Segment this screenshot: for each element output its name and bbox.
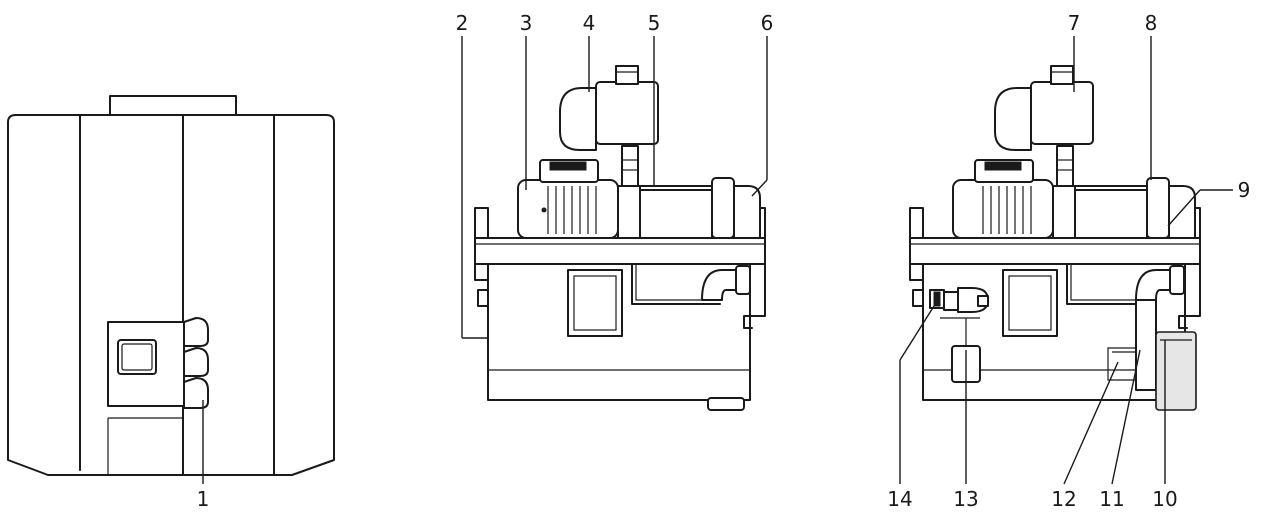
callout-10: 10 — [1152, 487, 1177, 511]
callout-2: 2 — [456, 11, 469, 35]
callout-3: 3 — [520, 11, 533, 35]
enclosure-view — [7, 95, 335, 484]
callout-labels: 1 2 3 4 5 6 7 8 9 10 11 12 13 14 — [197, 11, 1251, 511]
callout-4: 4 — [583, 11, 596, 35]
callout-11: 11 — [1099, 487, 1124, 511]
callout-7: 7 — [1068, 11, 1081, 35]
callout-9: 9 — [1238, 178, 1251, 202]
callout-5: 5 — [648, 11, 661, 35]
callout-12: 12 — [1051, 487, 1076, 511]
callout-8: 8 — [1145, 11, 1158, 35]
pump-unit-view — [461, 36, 768, 411]
callout-14: 14 — [887, 487, 912, 511]
callout-1: 1 — [197, 487, 210, 511]
callout-13: 13 — [953, 487, 978, 511]
callout-6: 6 — [761, 11, 774, 35]
pump-unit-detail-view — [899, 36, 1233, 485]
